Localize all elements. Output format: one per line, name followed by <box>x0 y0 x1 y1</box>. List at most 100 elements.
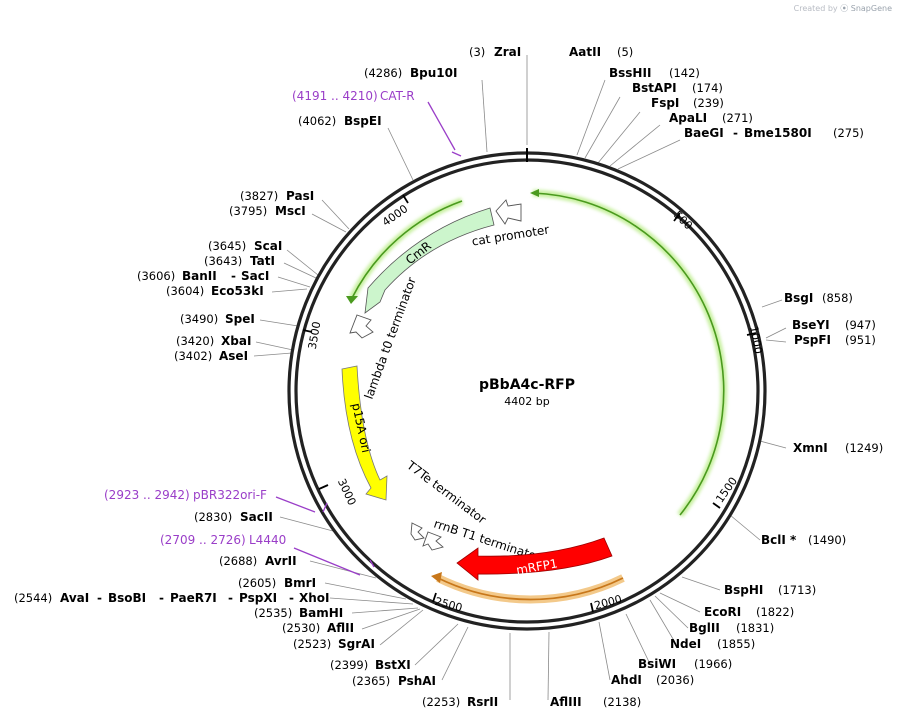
site-banii-name: BanII <box>182 269 217 283</box>
rrnb-arrow <box>422 531 444 551</box>
site-avai-dash3: - <box>228 591 233 605</box>
site-pspfi-name: PspFI <box>794 333 831 347</box>
site-pspfi-position: (951) <box>845 333 876 347</box>
leader-lines <box>253 55 787 701</box>
site-bstapi-position: (174) <box>692 81 723 95</box>
orange-arc-head <box>431 572 442 583</box>
site-saci-name: SacI <box>241 269 269 283</box>
site-aflii-position: (2530) <box>282 621 320 635</box>
primer-catr-label: CAT-R <box>380 89 415 103</box>
site-rsrii-name: RsrII <box>467 695 498 709</box>
site-avai-dash4: - <box>289 591 294 605</box>
site-bpu10i-position: (4286) <box>364 66 402 80</box>
site-bsshii-name: BssHII <box>609 66 651 80</box>
site-baegi-dash: - <box>733 126 738 140</box>
site-pasi-position: (3827) <box>240 189 278 203</box>
tick-3000: 3000 <box>335 477 359 508</box>
credit-brand: SnapGene <box>850 4 892 13</box>
site-bspei-position: (4062) <box>298 114 336 128</box>
cmr-feature <box>364 207 495 314</box>
site-apali-name: ApaLI <box>669 111 707 125</box>
primer-catr-position: (4191 .. 4210) <box>292 89 378 103</box>
site-bseyi-name: BseYI <box>792 318 830 332</box>
site-bsiwi-name: BsiWI <box>638 657 676 671</box>
site-pshai-position: (2365) <box>352 674 390 688</box>
cat-promoter-arrow <box>495 199 522 225</box>
site-paer7i-name: PaeR7I <box>170 591 217 605</box>
site-ahdi-position: (2036) <box>656 673 694 687</box>
site-eco53ki-position: (3604) <box>166 284 204 298</box>
p15a-ori-feature <box>341 365 388 501</box>
site-bsiwi-position: (1966) <box>694 657 732 671</box>
site-bsgi-name: BsgI <box>784 291 813 305</box>
site-banii-dash: - <box>231 269 236 283</box>
site-avai-position: (2544) <box>14 591 52 605</box>
site-bseyi-position: (947) <box>845 318 876 332</box>
site-ahdi-name: AhdI <box>611 673 642 687</box>
snapgene-logo-icon: ⦿ <box>840 4 849 13</box>
tick-labels: 500 1000 1500 2000 2500 3000 3500 4000 <box>306 202 765 614</box>
site-zrai-name: ZraI <box>494 45 521 59</box>
site-zrai-position: (3) <box>469 45 485 59</box>
primer-pbr-label: pBR322ori-F <box>193 488 267 502</box>
site-sgrai-position: (2523) <box>293 637 331 651</box>
orange-arc <box>437 577 624 601</box>
credit-prefix: Created by <box>793 4 838 13</box>
site-bmri-position: (2605) <box>238 576 276 590</box>
site-pshai-name: PshAI <box>398 674 436 688</box>
tick-4000: 4000 <box>380 202 410 229</box>
site-pasi-name: PasI <box>286 189 314 203</box>
site-bsphi-position: (1713) <box>778 583 816 597</box>
site-bglii-position: (1831) <box>736 621 774 635</box>
t7te-arrow <box>410 522 425 541</box>
site-avai-dash1: - <box>97 591 102 605</box>
t7te-label: T7Te terminator <box>403 458 488 527</box>
site-bpu10i-name: Bpu10I <box>410 66 457 80</box>
site-fspi-position: (239) <box>693 96 724 110</box>
site-xbai-name: XbaI <box>221 334 251 348</box>
site-bsshii-position: (142) <box>669 66 700 80</box>
site-banii-position: (3606) <box>137 269 175 283</box>
site-afliii-position: (2138) <box>603 695 641 709</box>
site-ndei-position: (1855) <box>717 637 755 651</box>
tick-3500: 3500 <box>306 320 324 350</box>
site-scai-name: ScaI <box>254 239 282 253</box>
green-arc-head <box>530 189 539 197</box>
site-spei-name: SpeI <box>225 312 255 326</box>
site-aatii-name: AatII <box>569 45 601 59</box>
site-msci-name: MscI <box>275 204 306 218</box>
site-bamhi-name: BamHI <box>299 606 343 620</box>
lambda-t0-arrow <box>349 314 374 339</box>
site-baegi-name: BaeGI <box>684 126 724 140</box>
site-bsgi-position: (858) <box>822 291 853 305</box>
plasmid-name: pBbA4c-RFP <box>479 377 575 393</box>
site-fspi-name: FspI <box>651 96 679 110</box>
site-bcli-position: (1490) <box>808 533 846 547</box>
primer-marks <box>275 101 462 576</box>
site-pspxi-name: PspXI <box>239 591 277 605</box>
site-bspei-name: BspEI <box>344 114 382 128</box>
site-spei-position: (3490) <box>180 312 218 326</box>
tick-marks <box>302 194 757 613</box>
site-avrii-position: (2688) <box>219 554 257 568</box>
primer-l4440-position: (2709 .. 2726) <box>160 533 246 547</box>
site-aflii-name: AflII <box>327 621 354 635</box>
site-apali-position: (271) <box>722 111 753 125</box>
site-bstxi-name: BstXI <box>375 658 411 672</box>
green-arc-glow <box>532 189 728 518</box>
site-xbai-position: (3420) <box>176 334 214 348</box>
site-msci-position: (3795) <box>229 204 267 218</box>
site-asei-position: (3402) <box>174 349 212 363</box>
plasmid-size: 4402 bp <box>504 395 549 408</box>
site-avai-dash2: - <box>159 591 164 605</box>
snapgene-credit: Created by ⦿ SnapGene <box>794 3 892 14</box>
site-avai-name: AvaI <box>60 591 89 605</box>
site-bstxi-position: (2399) <box>330 658 368 672</box>
site-aatii-position: (5) <box>617 45 633 59</box>
site-baegi-position: (275) <box>833 126 864 140</box>
site-asei-name: AseI <box>219 349 248 363</box>
site-sacii-name: SacII <box>240 510 273 524</box>
site-tati-name: TatI <box>250 254 275 268</box>
mrfp1-feature <box>456 537 613 581</box>
